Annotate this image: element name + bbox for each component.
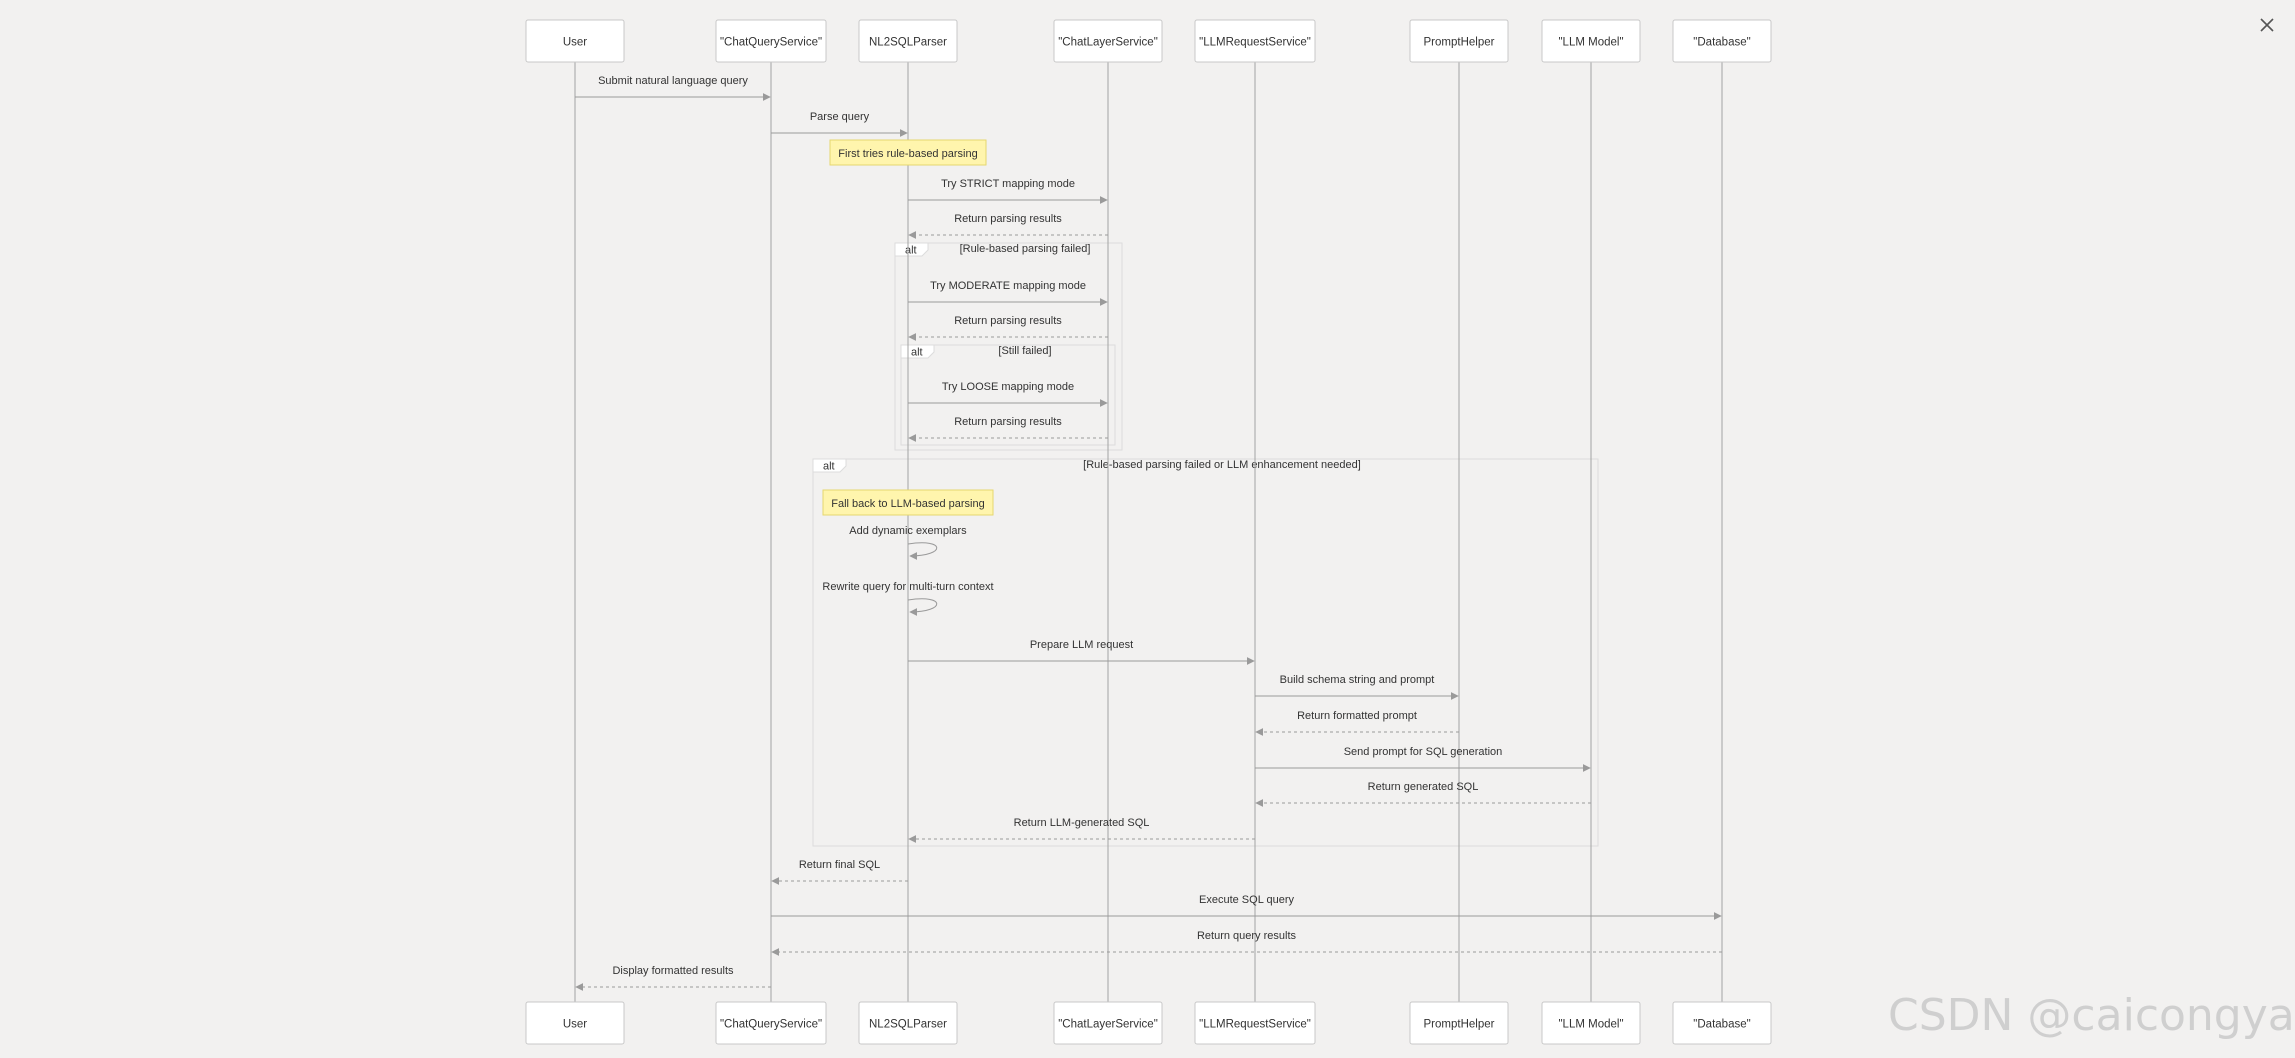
note-label: First tries rule-based parsing <box>838 148 977 160</box>
participant-label: "LLM Model" <box>1558 37 1623 49</box>
participant-llm-top[interactable]: "LLM Model" <box>1541 19 1641 63</box>
message-label: Submit natural language query <box>598 75 748 87</box>
participant-label: "ChatQueryService" <box>720 1019 822 1031</box>
participant-cls-top[interactable]: "ChatLayerService" <box>1053 19 1163 63</box>
message-label: Parse query <box>810 111 870 123</box>
message-label: Rewrite query for multi-turn context <box>822 581 993 593</box>
message: Return generated SQL <box>1255 781 1591 807</box>
participant-prompt-bottom[interactable]: PromptHelper <box>1409 1001 1509 1045</box>
self-message-arrow <box>907 598 938 616</box>
participant-llmreq-top[interactable]: "LLMRequestService" <box>1194 19 1316 63</box>
message: Build schema string and prompt <box>1255 674 1459 700</box>
message: Return parsing results <box>908 213 1108 239</box>
message: Return parsing results <box>908 315 1108 341</box>
message-label: Return final SQL <box>799 859 880 871</box>
participant-label: "Database" <box>1693 1019 1750 1031</box>
watermark: CSDN @caicongyang <box>1888 990 2295 1041</box>
alt-condition: [Rule-based parsing failed] <box>960 243 1091 255</box>
message: Rewrite query for multi-turn context <box>822 581 994 616</box>
participant-user-top[interactable]: User <box>525 19 625 63</box>
participant-llm-bottom[interactable]: "LLM Model" <box>1541 1001 1641 1045</box>
participant-label: NL2SQLParser <box>869 1019 947 1031</box>
participant-label: "ChatQueryService" <box>720 37 822 49</box>
message: Return parsing results <box>908 416 1108 442</box>
message: Parse query <box>771 111 908 137</box>
message: Send prompt for SQL generation <box>1255 746 1591 772</box>
message-label: Try MODERATE mapping mode <box>930 280 1086 292</box>
alt-condition: [Still failed] <box>998 345 1051 357</box>
message: Try MODERATE mapping mode <box>908 280 1108 306</box>
participant-nl2sql-bottom[interactable]: NL2SQLParser <box>858 1001 958 1045</box>
message: Return LLM-generated SQL <box>908 817 1255 843</box>
message: Prepare LLM request <box>908 639 1255 665</box>
message: Return final SQL <box>771 859 908 885</box>
participant-db-top[interactable]: "Database" <box>1672 19 1772 63</box>
message: Try STRICT mapping mode <box>908 178 1108 204</box>
participant-cls-bottom[interactable]: "ChatLayerService" <box>1053 1001 1163 1045</box>
message-label: Execute SQL query <box>1199 894 1294 906</box>
message-label: Return formatted prompt <box>1297 710 1417 722</box>
message-label: Return LLM-generated SQL <box>1014 817 1150 829</box>
message-label: Send prompt for SQL generation <box>1344 746 1503 758</box>
message: Return formatted prompt <box>1255 710 1459 736</box>
participant-cqs-bottom[interactable]: "ChatQueryService" <box>715 1001 827 1045</box>
participant-label: PromptHelper <box>1424 1019 1495 1031</box>
message-label: Return generated SQL <box>1368 781 1479 793</box>
note-label: Fall back to LLM-based parsing <box>831 498 984 510</box>
participant-label: NL2SQLParser <box>869 37 947 49</box>
message-label: Return query results <box>1197 930 1297 942</box>
alt-keyword: alt <box>911 347 923 359</box>
message: Execute SQL query <box>771 894 1722 920</box>
participant-db-bottom[interactable]: "Database" <box>1672 1001 1772 1045</box>
message-label: Build schema string and prompt <box>1280 674 1435 686</box>
message-label: Display formatted results <box>612 965 734 977</box>
message: Return query results <box>771 930 1722 956</box>
message: Submit natural language query <box>575 75 771 101</box>
participant-label: "Database" <box>1693 37 1750 49</box>
message-label: Try LOOSE mapping mode <box>942 381 1074 393</box>
participant-label: User <box>563 37 587 49</box>
alt-keyword: alt <box>823 461 835 473</box>
alt-fragment: alt [Still failed] <box>900 344 1116 446</box>
note: First tries rule-based parsing <box>829 139 987 166</box>
alt-keyword: alt <box>905 245 917 257</box>
message-label: Return parsing results <box>954 315 1062 327</box>
self-message-arrow <box>907 542 938 560</box>
participant-label: PromptHelper <box>1424 37 1495 49</box>
alt-fragment: alt [Rule-based parsing failed] <box>894 242 1123 451</box>
participant-prompt-top[interactable]: PromptHelper <box>1409 19 1509 63</box>
message-label: Return parsing results <box>954 213 1062 225</box>
participant-user-bottom[interactable]: User <box>525 1001 625 1045</box>
close-icon[interactable] <box>2256 14 2278 36</box>
message-label: Add dynamic exemplars <box>849 525 967 537</box>
participant-label: User <box>563 1019 587 1031</box>
participant-label: "ChatLayerService" <box>1058 37 1158 49</box>
participant-label: "LLM Model" <box>1558 1019 1623 1031</box>
participant-nl2sql-top[interactable]: NL2SQLParser <box>858 19 958 63</box>
participant-llmreq-bottom[interactable]: "LLMRequestService" <box>1194 1001 1316 1045</box>
note: Fall back to LLM-based parsing <box>822 489 994 516</box>
message: Add dynamic exemplars <box>849 525 967 560</box>
participant-label: "ChatLayerService" <box>1058 1019 1158 1031</box>
message: Display formatted results <box>575 965 771 991</box>
alt-condition: [Rule-based parsing failed or LLM enhanc… <box>1083 459 1361 471</box>
participant-label: "LLMRequestService" <box>1199 37 1311 49</box>
message: Try LOOSE mapping mode <box>908 381 1108 407</box>
participant-label: "LLMRequestService" <box>1199 1019 1311 1031</box>
message-label: Prepare LLM request <box>1030 639 1133 651</box>
alt-fragment: alt [Rule-based parsing failed or LLM enh… <box>812 458 1599 847</box>
message-label: Return parsing results <box>954 416 1062 428</box>
participant-cqs-top[interactable]: "ChatQueryService" <box>715 19 827 63</box>
message-label: Try STRICT mapping mode <box>941 178 1075 190</box>
